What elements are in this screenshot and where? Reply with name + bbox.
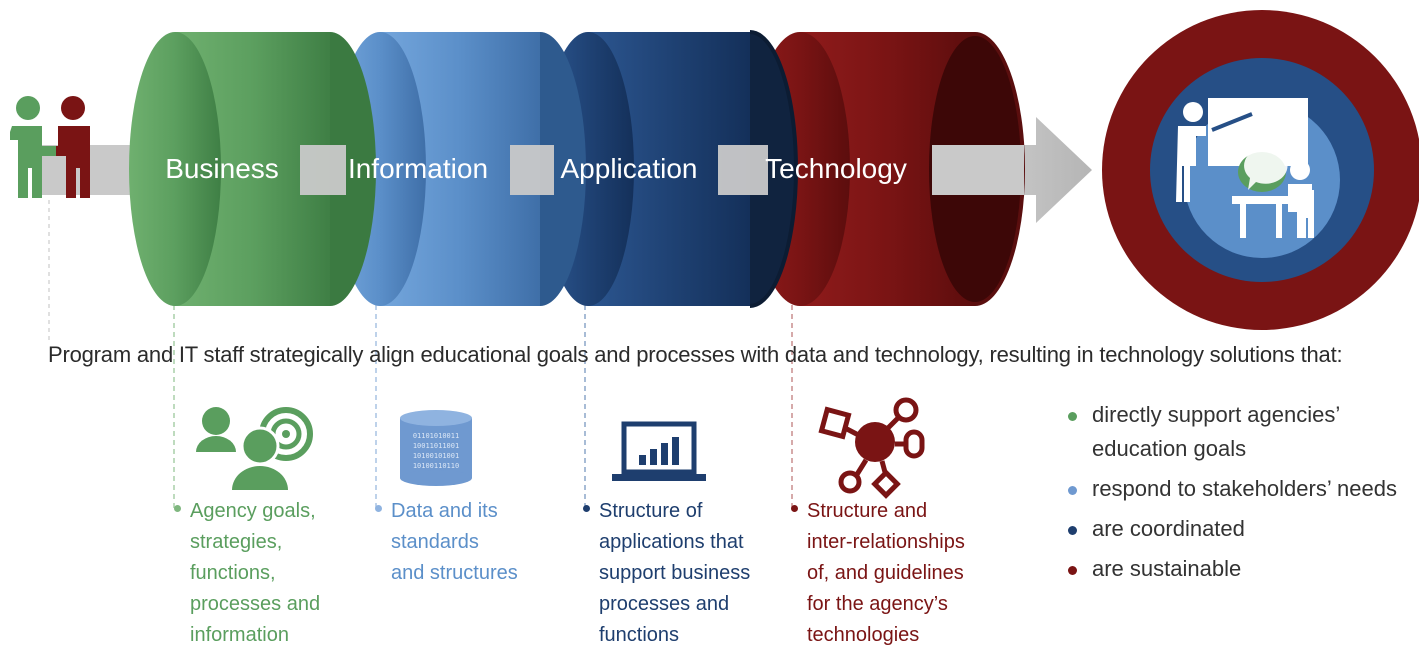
database-bits-row: 10011011001 [413, 442, 459, 450]
business-description-line: processes and [190, 593, 321, 615]
application-description-line: Structure of [599, 500, 703, 522]
flow-arrow [1000, 117, 1092, 223]
application-description: Structure of applications that support b… [583, 496, 751, 651]
business-description-line: Agency goals, [190, 500, 316, 522]
business-description-line: strategies, [190, 531, 283, 553]
outcome-text: are coordinated [1092, 516, 1245, 541]
outcome-bullet-dot [1068, 486, 1077, 495]
information-title: Information [348, 153, 488, 184]
outcome-text: respond to stakeholders’ needs [1092, 476, 1397, 501]
band-gap-1 [300, 145, 346, 195]
database-bits-row: 01101010011 [413, 432, 459, 440]
people-target-icon [196, 407, 313, 490]
application-description-line: applications that [599, 531, 744, 553]
technology-title: Technology [765, 153, 907, 184]
outcome-text: education goals [1092, 436, 1247, 461]
database-bits-row: 10100110110 [413, 462, 459, 470]
laptop-chart-icon [612, 421, 706, 481]
classroom-teacher-icon [1102, 10, 1419, 330]
information-description: Data and its standards and structures [375, 496, 518, 589]
outcome-item: are coordinated [1068, 512, 1397, 546]
band-gap-2 [510, 145, 554, 195]
database-binary-icon: 01101010011 10011011001 10100101001 1010… [400, 410, 472, 486]
technology-description-line: of, and guidelines [807, 562, 964, 584]
information-bullet-dot [375, 505, 382, 512]
technology-description-line: Structure and [807, 500, 928, 522]
information-description-line: standards [391, 531, 479, 553]
people-meeting-icon [10, 96, 90, 198]
outcome-bullet-dot [1068, 412, 1077, 421]
information-description-line: and structures [391, 562, 518, 584]
technology-bullet-dot [791, 505, 798, 512]
application-description-line: processes and [599, 593, 730, 615]
business-description: Agency goals, strategies, functions, pro… [174, 496, 321, 651]
intro-statement: Program and IT staff strategically align… [48, 342, 1343, 367]
outcomes-list: directly support agencies’ education goa… [1068, 398, 1397, 586]
application-description-line: support business [599, 562, 751, 584]
business-description-line: information [190, 624, 289, 646]
technology-description-line: inter-relationships [807, 531, 965, 553]
technology-description-line: technologies [807, 624, 920, 646]
business-title: Business [165, 153, 279, 184]
outcome-text: are sustainable [1092, 556, 1242, 581]
application-bullet-dot [583, 505, 590, 512]
business-description-line: functions, [190, 562, 276, 584]
outcome-item: respond to stakeholders’ needs [1068, 472, 1397, 506]
network-nodes-icon [818, 397, 925, 499]
technology-description: Structure and inter-relationships of, an… [791, 496, 965, 651]
application-title: Application [561, 153, 698, 184]
business-bullet-dot [174, 505, 181, 512]
technology-description-line: for the agency’s [807, 593, 948, 615]
outcome-item: are sustainable [1068, 552, 1397, 586]
outcome-bullet-dot [1068, 566, 1077, 575]
outcome-bullet-dot [1068, 526, 1077, 535]
outcome-text: directly support agencies’ [1092, 402, 1341, 427]
application-description-line: functions [599, 624, 680, 646]
information-description-line: Data and its [391, 500, 498, 522]
database-bits-row: 10100101001 [413, 452, 459, 460]
outcome-item: directly support agencies’ education goa… [1068, 398, 1397, 466]
band-gap-3 [718, 145, 768, 195]
